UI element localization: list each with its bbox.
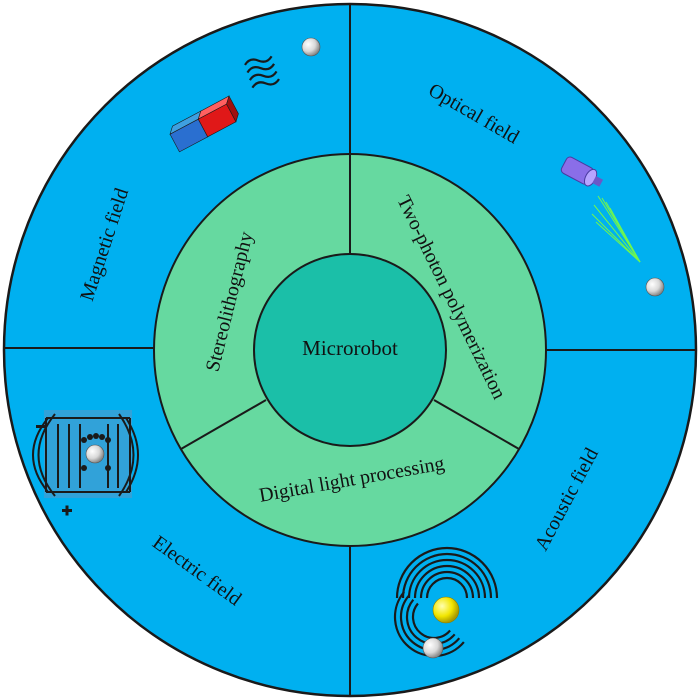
electric-charges-icon bbox=[36, 425, 111, 516]
inner-divider-left bbox=[180, 399, 267, 450]
magnetic-ball-icon bbox=[301, 37, 321, 57]
electric-ball-icon bbox=[85, 444, 105, 464]
electric-field-icon bbox=[32, 410, 139, 498]
center-circle bbox=[253, 253, 447, 447]
laser-icon bbox=[560, 156, 604, 187]
center-label: Microrobot bbox=[302, 336, 398, 360]
helix-icon bbox=[244, 55, 280, 89]
magnet-icon bbox=[169, 95, 239, 153]
acoustic-ball-icon bbox=[422, 637, 444, 659]
optical-ball-icon bbox=[645, 277, 665, 297]
inner-divider-right bbox=[433, 399, 520, 450]
acoustic-wave-icon bbox=[393, 546, 499, 658]
laser-beam-icon bbox=[591, 195, 641, 263]
acoustic-yellow-ball-icon bbox=[432, 596, 460, 624]
